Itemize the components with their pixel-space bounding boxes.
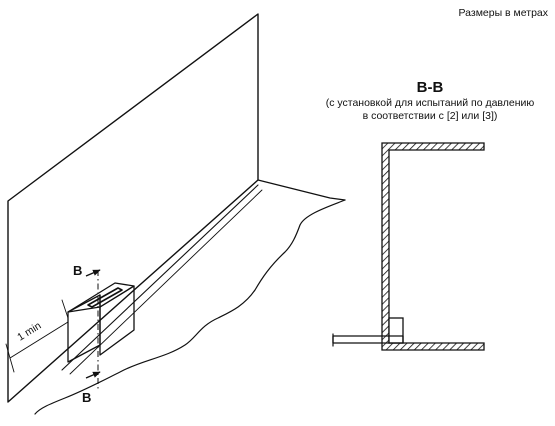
- dimension-extension-left: [5, 343, 15, 373]
- test-fixture: [388, 317, 404, 344]
- wall-floor-junction: [61, 184, 259, 371]
- section-title: B-B: [417, 79, 444, 96]
- equipment-box: [67, 282, 135, 363]
- perspective-view: B B 1 min: [5, 13, 346, 415]
- dimension-extension-right: [61, 299, 69, 319]
- units-note: Размеры в метрах: [459, 7, 549, 19]
- section-caption-line-2: в соответствии с [2] или [3]): [363, 110, 498, 122]
- floor-edge: [257, 179, 346, 201]
- section-caption-line-1: (с установкой для испытаний по давлению: [326, 97, 535, 109]
- wall-base-line: [69, 189, 263, 375]
- wall-panel: [7, 13, 259, 403]
- cut-marker-top-label: B: [73, 263, 82, 278]
- dimension-line: [9, 321, 69, 359]
- box-slot: [87, 287, 123, 308]
- cut-marker-bottom-label: B: [82, 390, 91, 405]
- cut-arrow-bottom: [85, 371, 101, 379]
- floor-break-line: [34, 199, 346, 415]
- cut-arrow-top: [85, 269, 101, 277]
- section-view: B-B (с установкой для испытаний по давле…: [326, 79, 535, 351]
